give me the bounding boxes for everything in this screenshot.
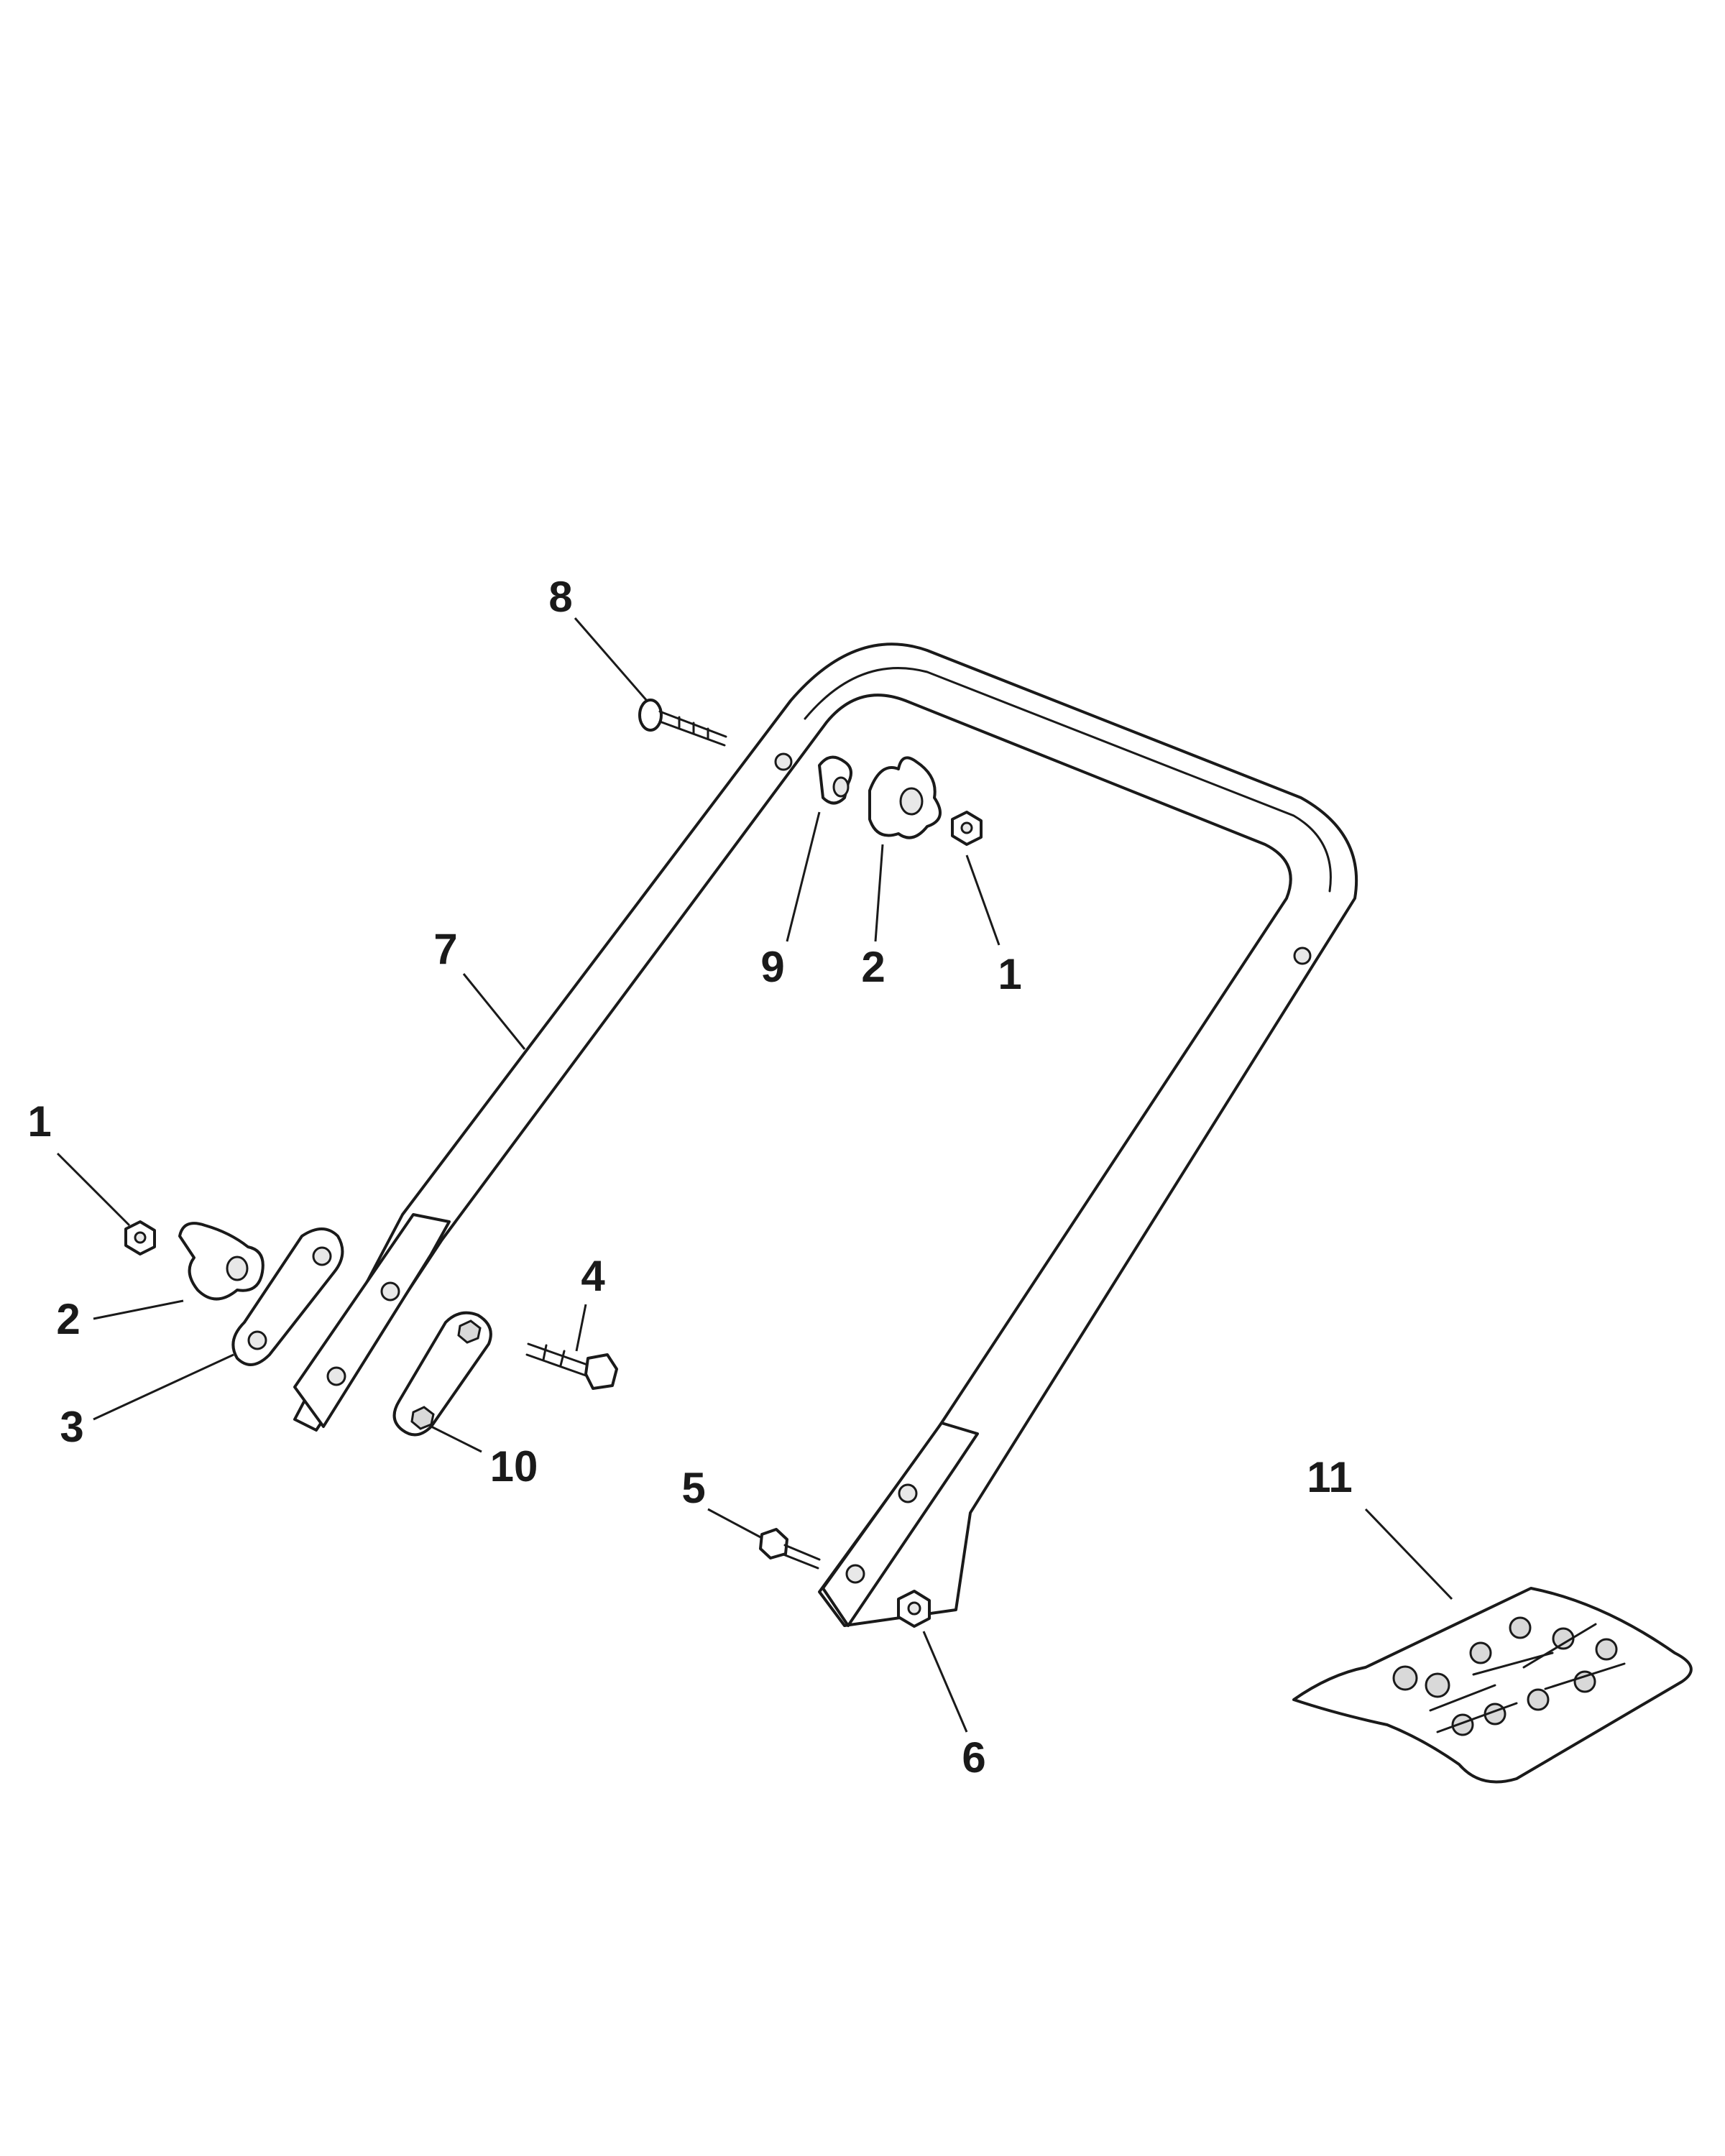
star-knob-upper (868, 756, 942, 839)
callout-1a: 1 (998, 950, 1021, 998)
callout-2a: 2 (861, 943, 885, 991)
leader-8 (574, 617, 648, 701)
hex-nut-upper (951, 811, 983, 846)
carriage-bolt (638, 699, 727, 747)
leader-1b (56, 1152, 131, 1227)
callout-9: 9 (760, 943, 784, 991)
frame-hole-right-2 (845, 1564, 865, 1584)
frame-hole-top-left (774, 752, 793, 771)
hex-nut-left (124, 1220, 156, 1256)
callout-1b: 1 (27, 1097, 51, 1146)
leader-lines (56, 617, 1453, 1733)
leader-1a (965, 854, 1000, 946)
leader-4 (575, 1304, 587, 1352)
leader-5 (707, 1508, 763, 1539)
bag-fasteners (1392, 1616, 1626, 1736)
lever-link (392, 1311, 492, 1437)
hardware-bag (1292, 1587, 1693, 1784)
hex-bolt-long (525, 1342, 618, 1390)
callout-6: 6 (962, 1733, 985, 1782)
frame-hole-left-1 (380, 1281, 400, 1302)
callout-4: 4 (581, 1252, 605, 1300)
leader-2a (874, 844, 884, 942)
connecting-plate (231, 1227, 344, 1366)
frame-hole-right-1 (898, 1483, 918, 1503)
callout-8: 8 (548, 573, 572, 621)
callout-2b: 2 (56, 1295, 80, 1343)
leader-6 (922, 1631, 968, 1733)
callout-3: 3 (60, 1403, 83, 1451)
callout-11: 11 (1307, 1453, 1352, 1501)
hex-nut-right (897, 1590, 931, 1628)
leader-9 (786, 811, 821, 942)
leader-11 (1364, 1508, 1453, 1600)
small-knob (818, 755, 852, 805)
star-knob-left (178, 1222, 264, 1301)
upper-handle-frame (293, 642, 1358, 1627)
callout-5: 5 (681, 1464, 705, 1512)
leader-7 (462, 973, 526, 1050)
frame-hole-left-2 (326, 1366, 346, 1386)
callout-7: 7 (433, 925, 457, 973)
hex-bolt-short (759, 1528, 821, 1570)
callout-labels: 8 7 9 2 1 1 2 3 4 10 5 6 11 (27, 573, 1352, 1782)
callout-10: 10 (490, 1442, 538, 1491)
frame-hole-top-right (1293, 946, 1312, 965)
leader-2b (93, 1299, 184, 1320)
leader-10 (431, 1425, 482, 1453)
leader-3 (93, 1353, 234, 1421)
